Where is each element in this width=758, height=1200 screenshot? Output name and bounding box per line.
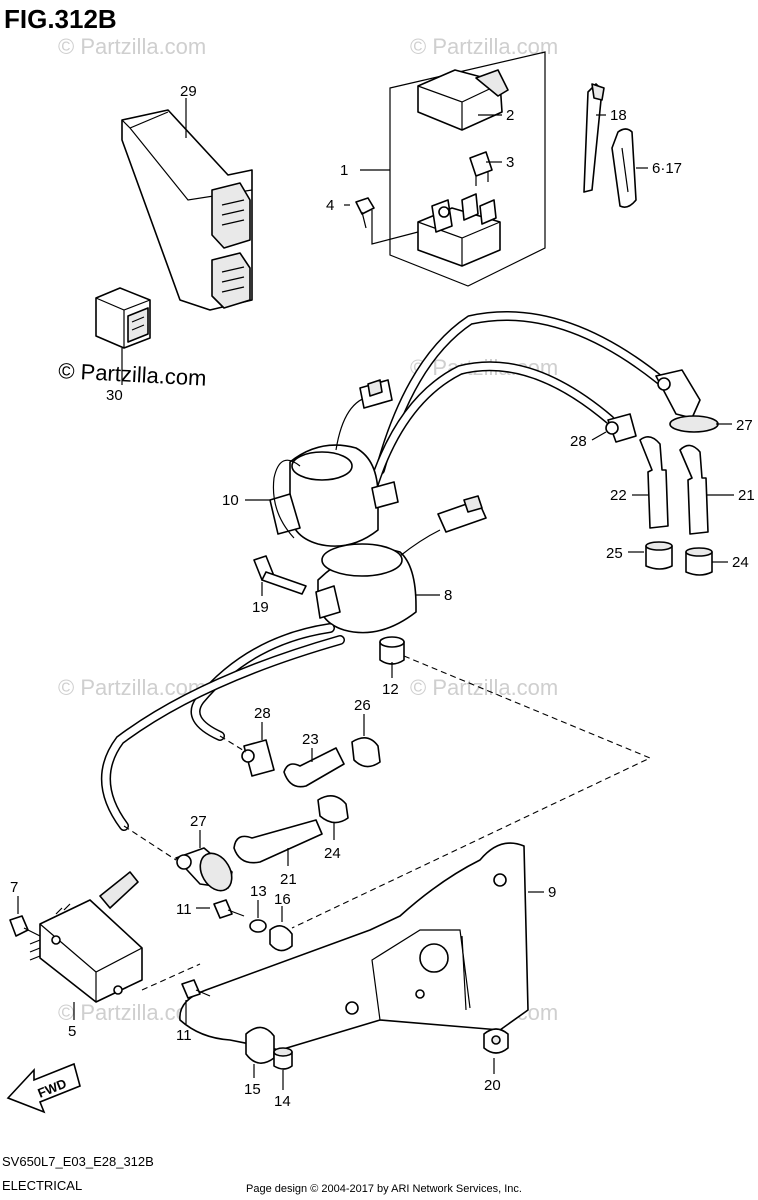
- callout-24-upper: 24: [732, 554, 749, 571]
- section-name: ELECTRICAL: [2, 1178, 82, 1193]
- callout-21-lower: 21: [280, 871, 297, 888]
- plug-cables-illustration: [367, 311, 665, 495]
- callout-30: 30: [106, 387, 123, 404]
- cap-24-lower-illustration: [317, 795, 349, 824]
- callout-18: 18: [610, 107, 627, 124]
- callout-28-lower: 28: [254, 705, 271, 722]
- plug-boot-23-illustration: [283, 747, 345, 788]
- callout-26: 26: [354, 697, 371, 714]
- cap-26-illustration: [351, 737, 381, 768]
- callout-22: 22: [610, 487, 627, 504]
- callout-7: 7: [10, 879, 18, 896]
- callout-10: 10: [222, 492, 239, 509]
- callout-25: 25: [606, 545, 623, 562]
- callout-14: 14: [274, 1093, 291, 1110]
- collar-12-illustration: [379, 636, 405, 665]
- regulator-illustration: [29, 871, 143, 1003]
- callout-29: 29: [180, 83, 197, 100]
- callout-11-lower: 11: [176, 1027, 192, 1044]
- routing-lines: [123, 655, 652, 991]
- callout-9: 9: [548, 884, 556, 901]
- callout-11-upper: 11: [176, 901, 192, 918]
- grommet-15-illustration: [245, 1026, 275, 1064]
- starter-relay-group-illustration: [371, 51, 546, 287]
- callout-5: 5: [68, 1023, 76, 1040]
- cable-tie-illustration: [611, 128, 637, 208]
- callout-16: 16: [274, 891, 291, 908]
- bolt-11-lower-illustration: [181, 979, 211, 999]
- callout-2: 2: [506, 107, 514, 124]
- watermark: © Partzilla.com: [410, 34, 558, 59]
- plug-cap-27-lower-illustration: [175, 847, 233, 892]
- callout-15: 15: [244, 1081, 261, 1098]
- plug-boot-21-upper-illustration: [679, 444, 709, 535]
- callout-8: 8: [444, 587, 452, 604]
- bolt-illustration: [355, 197, 375, 229]
- ecm-unit-illustration: [121, 109, 253, 311]
- nut-20-illustration: [483, 1028, 509, 1054]
- plug-boot-21-lower-illustration: [233, 819, 323, 864]
- figure-title: FIG.312B: [4, 4, 117, 34]
- callout-20: 20: [484, 1077, 501, 1094]
- callout-21-upper: 21: [738, 487, 755, 504]
- cap-25-illustration: [645, 541, 673, 570]
- callout-23: 23: [302, 731, 319, 748]
- leader-line: [591, 431, 607, 441]
- callout-3: 3: [506, 154, 514, 171]
- callout-19: 19: [252, 599, 269, 616]
- plug-cap-27-upper-illustration: [655, 369, 719, 433]
- watermark: © Partzilla.com: [410, 675, 558, 700]
- callout-numbers: 29 30 1 2 3 4 18 6·17 27 28 22 21 25 24 …: [10, 83, 755, 1110]
- watermark-large: © Partzilla.com: [58, 358, 207, 391]
- collar-13-illustration: [249, 919, 267, 933]
- callout-27-lower: 27: [190, 813, 207, 830]
- bolt-7-illustration: [9, 915, 41, 937]
- watermark: © Partzilla.com: [58, 34, 206, 59]
- plug-cap-28-lower-illustration: [241, 739, 275, 777]
- ignition-coil-upper-illustration: [269, 379, 399, 547]
- ignition-coil-lower-illustration: [315, 495, 487, 634]
- callout-6-17: 6·17: [652, 160, 682, 177]
- callout-24-lower: 24: [324, 845, 341, 862]
- callout-28-upper: 28: [570, 433, 587, 450]
- callout-1: 1: [340, 162, 348, 179]
- diagram-code: SV650L7_E03_E28_312B: [2, 1154, 154, 1169]
- wire-clamp-illustration: [583, 83, 605, 193]
- copyright-notice: Page design © 2004-2017 by ARI Network S…: [246, 1183, 522, 1195]
- bolt-19-illustration: [253, 555, 307, 595]
- cap-24-upper-illustration: [685, 547, 713, 576]
- callout-12: 12: [382, 681, 399, 698]
- collar-14-illustration: [273, 1047, 293, 1070]
- callout-13: 13: [250, 883, 267, 900]
- plug-boot-22-illustration: [639, 436, 669, 529]
- fwd-arrow-icon: FWD: [6, 1062, 81, 1114]
- plug-cap-28-upper-illustration: [605, 413, 637, 443]
- lower-plug-cables-illustration: [100, 623, 345, 831]
- connector-illustration: [95, 287, 151, 349]
- bolt-11-upper-illustration: [213, 899, 245, 919]
- callout-4: 4: [326, 197, 334, 214]
- callout-27-upper: 27: [736, 417, 753, 434]
- grommet-16-illustration: [269, 925, 293, 952]
